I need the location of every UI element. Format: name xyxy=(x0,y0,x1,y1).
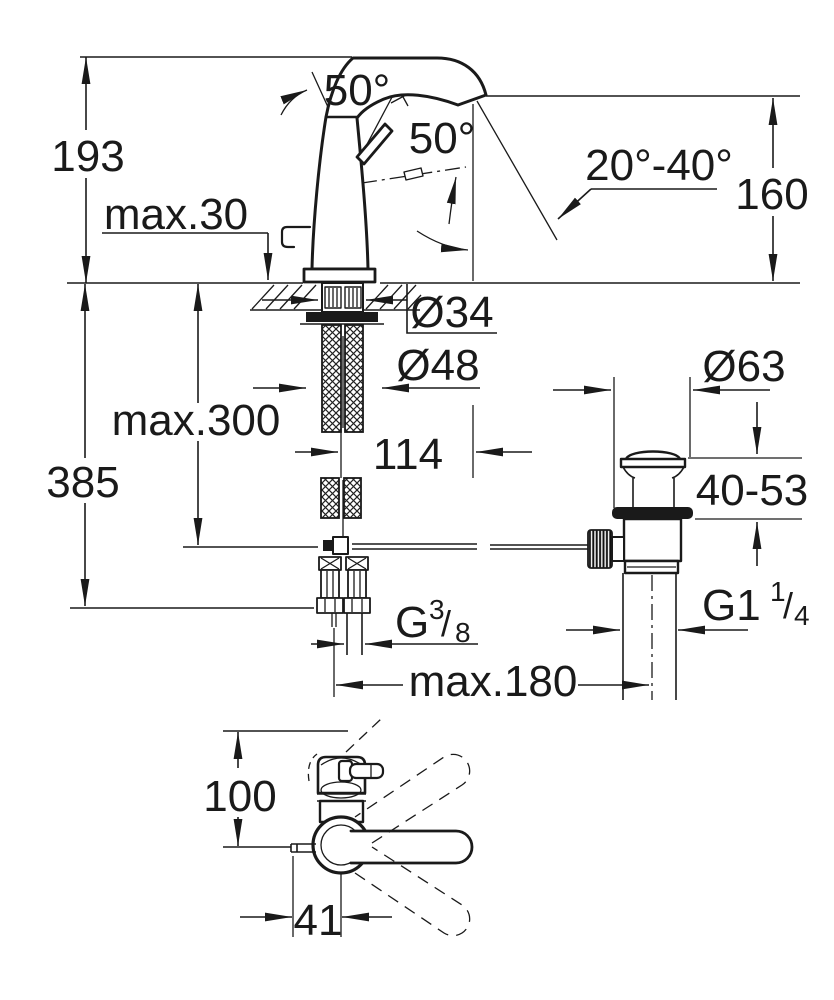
supply-hose-right xyxy=(344,324,364,433)
dim-height-193: 193 xyxy=(51,132,124,181)
dim-height-385: 385 xyxy=(46,458,119,507)
g38-base: G xyxy=(395,598,429,647)
g38-thread-pipe xyxy=(346,613,363,655)
spout-center-position xyxy=(349,829,474,865)
dim-projection-114: 114 xyxy=(373,430,443,479)
dim-depth-max300: max.300 xyxy=(112,396,281,445)
dim-thread-g38: G 3 / 8 xyxy=(395,594,471,648)
pop-up-drain-assembly xyxy=(587,450,693,700)
g114-numerator: 1 xyxy=(770,576,786,607)
mounting-washer xyxy=(306,312,378,322)
lever-handle xyxy=(355,122,394,166)
dim-angle-50-lever: 50° xyxy=(409,114,476,163)
drain-tailpipe xyxy=(622,573,677,700)
g114-base: G1 xyxy=(702,581,761,630)
g38-numerator: 3 xyxy=(429,594,445,625)
dim-deck-max30: max.30 xyxy=(104,190,248,239)
lever-top-view xyxy=(348,762,385,780)
hose-connector-right xyxy=(343,556,371,614)
dim-plug-4053: 40-53 xyxy=(696,466,809,515)
dim-dia-48: Ø48 xyxy=(396,341,479,390)
g114-denominator: 4 xyxy=(794,600,810,631)
dim-dia-34: Ø34 xyxy=(410,288,493,337)
rod-clamp-knob xyxy=(587,529,613,569)
dim-dia-63: Ø63 xyxy=(702,342,785,391)
faucet-top-view xyxy=(223,718,474,937)
g38-denominator: 8 xyxy=(455,617,471,648)
dim-top-height-100: 100 xyxy=(203,772,276,821)
dim-angle-spray-2040: 20°-40° xyxy=(585,141,733,190)
dim-thread-g114: G1 1 / 4 xyxy=(702,576,810,631)
g38-slash: / xyxy=(441,603,451,644)
drain-plug-dome xyxy=(624,450,682,461)
g114-slash: / xyxy=(783,585,793,626)
mounting-shank-assembly xyxy=(183,282,588,655)
dimension-lines-front xyxy=(70,56,802,697)
hose-connector-left xyxy=(316,556,344,614)
dim-reach-max180: max.180 xyxy=(409,657,578,706)
faucet-front-view xyxy=(280,56,488,284)
spout-swivel-down xyxy=(354,846,471,937)
dim-top-offset-41: 41 xyxy=(294,896,343,945)
supply-hose-left xyxy=(321,324,342,433)
drain-flange xyxy=(612,507,693,519)
dim-angle-50-handle: 50° xyxy=(324,66,391,115)
escutcheon-base xyxy=(302,267,377,284)
spout-swivel-up xyxy=(354,753,471,844)
pop-up-rod-knob xyxy=(280,225,312,249)
dim-height-160: 160 xyxy=(735,170,808,219)
